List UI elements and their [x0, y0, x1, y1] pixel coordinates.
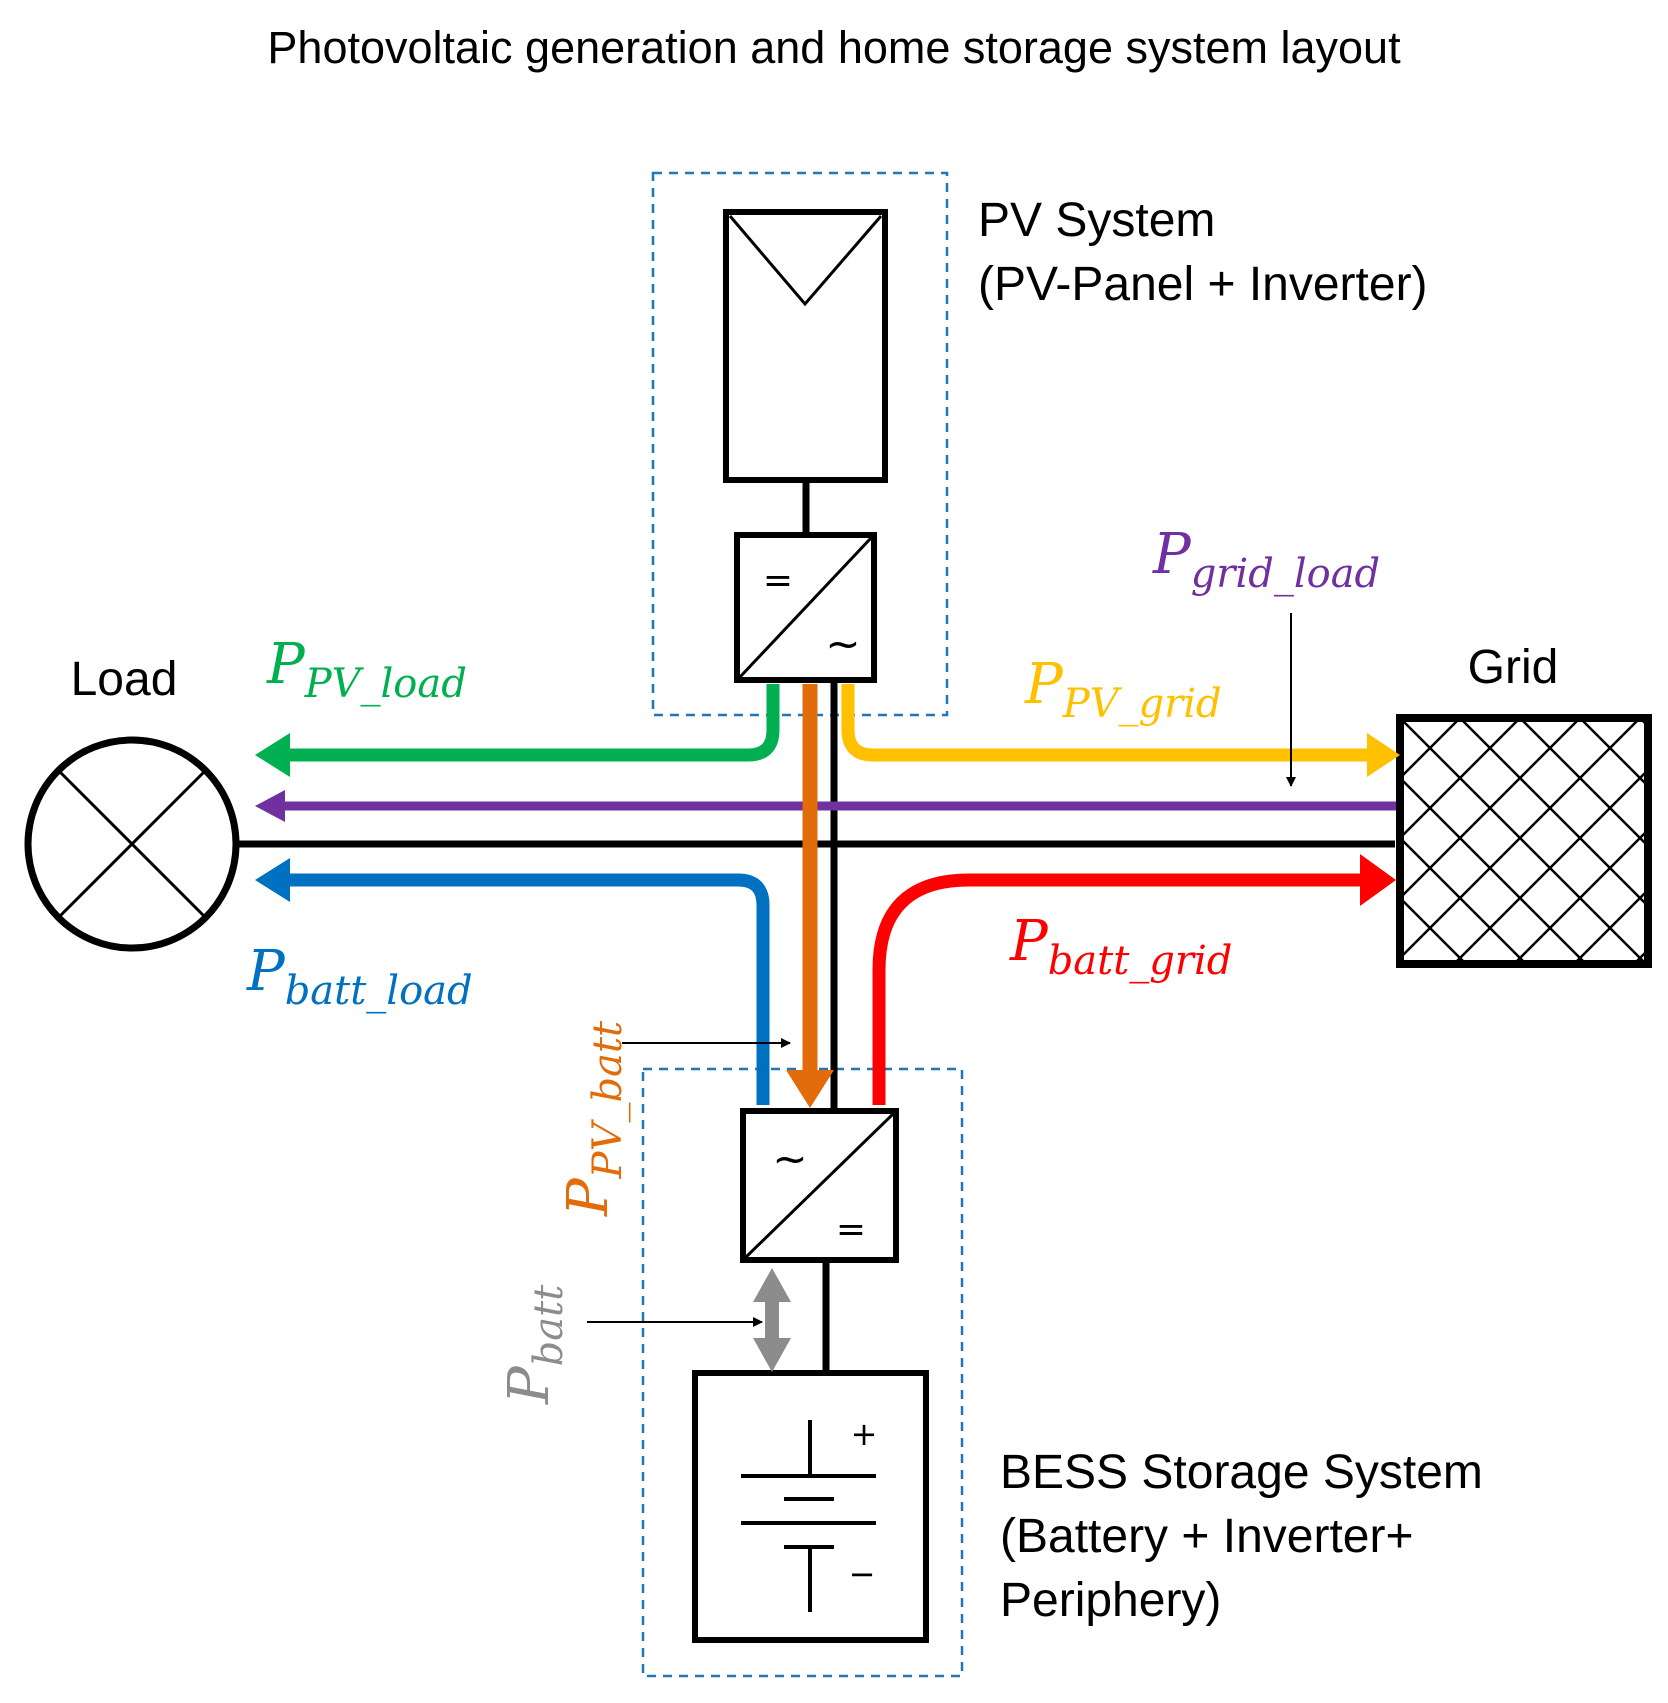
p-grid-load-label: Pgrid_load	[1152, 522, 1380, 597]
pv-grid-flow-line	[841, 684, 1372, 762]
load-label: Load	[71, 653, 178, 706]
p-batt-subscript: batt	[526, 1284, 572, 1367]
p-grid-load-symbol: P	[1152, 522, 1192, 587]
p-pv-batt-label: PPV_batt	[556, 1020, 631, 1217]
grid-load-flow-arrowhead	[255, 790, 285, 822]
battery-plus-symbol: +	[851, 1415, 878, 1453]
bess-label-line2: (Battery + Inverter+	[1000, 1510, 1414, 1563]
bess-inverter-dc-symbol: =	[836, 1209, 866, 1250]
p-pv-grid-subscript: PV_grid	[1062, 681, 1222, 727]
batt-grid-flow-line	[872, 873, 1362, 1105]
pv-inverter: = ~	[734, 532, 877, 683]
bess-label-line3: Periphery)	[1000, 1574, 1221, 1627]
p-batt-symbol: P	[497, 1365, 562, 1405]
pv-grid-flow-arrowhead	[1367, 733, 1400, 777]
p-pv-grid-label: PPV_grid	[1024, 652, 1222, 727]
p-batt-label: Pbatt	[497, 1284, 572, 1405]
p-pv-grid-symbol: P	[1024, 652, 1064, 717]
p-pv-load-subscript: PV_load	[304, 661, 467, 707]
pv-system-label-line1: PV System	[978, 194, 1215, 247]
p-batt-grid-symbol: P	[1009, 909, 1049, 974]
battery-minus-symbol: −	[849, 1555, 876, 1593]
p-batt-load-symbol: P	[246, 939, 286, 1004]
batt-flow-arrowhead-2	[753, 1338, 791, 1372]
pv-load-flow-line	[285, 684, 780, 762]
p-pv-batt-symbol: P	[556, 1177, 621, 1217]
grid-symbol	[1396, 714, 1652, 968]
pv-panel	[723, 209, 888, 483]
pv-load-flow-arrowhead	[255, 733, 290, 777]
p-batt-load-subscript: batt_load	[285, 968, 473, 1014]
p-pv-load-label: PPV_load	[266, 632, 467, 707]
grid-label: Grid	[1468, 641, 1559, 694]
p-pv-batt-subscript: PV_batt	[585, 1020, 631, 1179]
batt-load-flow-arrowhead	[255, 858, 290, 902]
pv-batt-flow-arrowhead	[786, 1070, 834, 1108]
diagram-title: Photovoltaic generation and home storage…	[267, 22, 1401, 73]
p-batt-grid-label: Pbatt_grid	[1009, 909, 1232, 984]
bess-label-line1: BESS Storage System	[1000, 1446, 1483, 1499]
batt-flow-arrowhead-1	[753, 1268, 791, 1302]
pv-inverter-dc-symbol: =	[763, 560, 793, 601]
bess-inverter-ac-symbol: ~	[772, 1134, 807, 1183]
p-batt-load-label: Pbatt_load	[246, 939, 473, 1014]
pv-system-enclosure	[651, 171, 949, 717]
batt-load-flow-line	[285, 873, 770, 1105]
p-batt-grid-subscript: batt_grid	[1048, 938, 1233, 984]
pv-system-label-line2: (PV-Panel + Inverter)	[978, 258, 1428, 311]
flow-paths	[255, 684, 1400, 1372]
p-pv-load-symbol: P	[266, 632, 306, 697]
bess-inverter: ~ =	[740, 1108, 899, 1263]
batt-grid-flow-arrowhead	[1360, 854, 1396, 906]
p-grid-load-subscript: grid_load	[1191, 551, 1380, 597]
pv-inverter-ac-symbol: ~	[825, 619, 860, 668]
battery: + −	[692, 1370, 929, 1643]
load-symbol	[24, 736, 240, 952]
